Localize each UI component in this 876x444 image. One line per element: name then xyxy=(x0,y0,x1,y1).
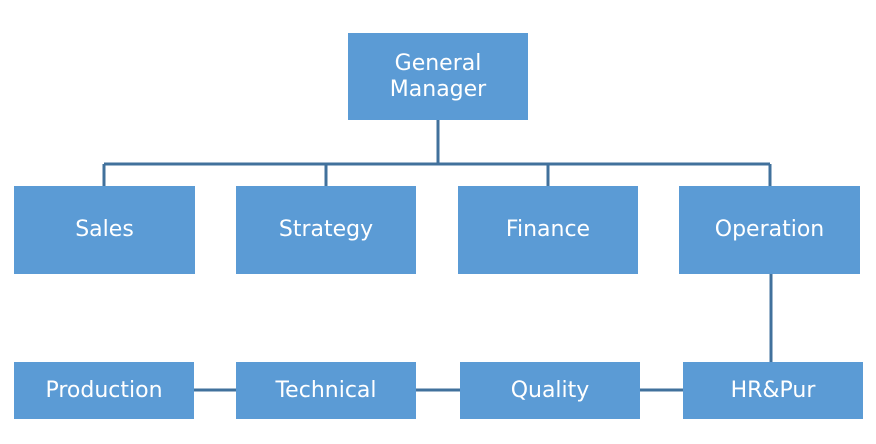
node-strategy: Strategy xyxy=(236,186,416,274)
node-technical: Technical xyxy=(236,362,416,419)
node-operation: Operation xyxy=(679,186,860,274)
node-finance: Finance xyxy=(458,186,638,274)
node-sales: Sales xyxy=(14,186,195,274)
node-production: Production xyxy=(14,362,194,419)
node-finance-label: Finance xyxy=(505,217,591,242)
node-sales-label: Sales xyxy=(75,217,134,242)
node-operation-label: Operation xyxy=(714,217,825,242)
node-general-manager-label: General Manager xyxy=(389,50,487,102)
node-hr-pur: HR&Pur xyxy=(683,362,863,419)
node-quality-label: Quality xyxy=(510,377,590,403)
node-strategy-label: Strategy xyxy=(278,217,374,242)
node-general-manager: General Manager xyxy=(348,33,528,120)
node-production-label: Production xyxy=(45,377,163,403)
node-hr-pur-label: HR&Pur xyxy=(730,377,816,403)
node-quality: Quality xyxy=(460,362,640,419)
node-technical-label: Technical xyxy=(275,377,377,403)
